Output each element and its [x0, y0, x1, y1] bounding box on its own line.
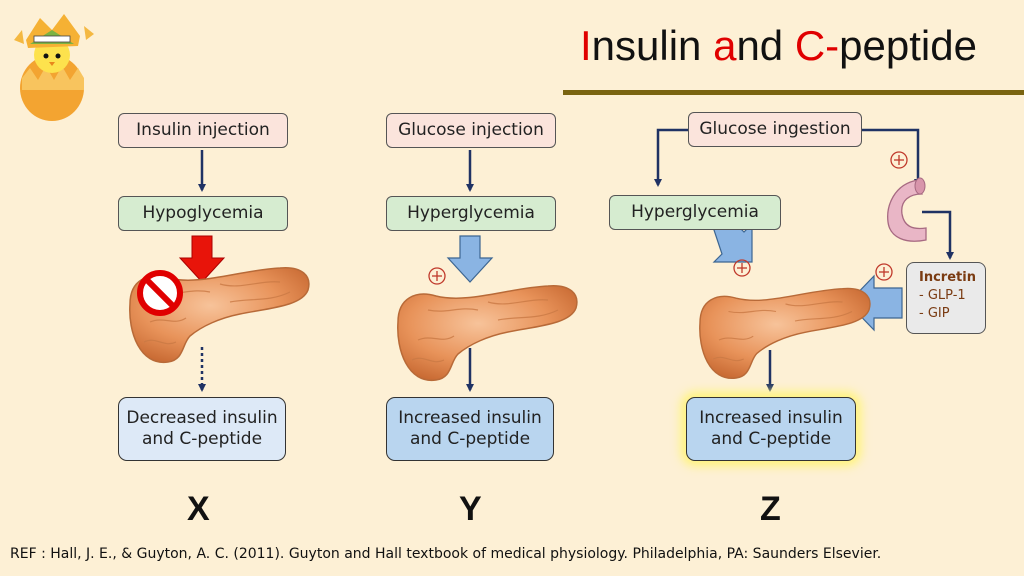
hatching-chick-logo — [14, 14, 94, 121]
incretin-item-glp1: - GLP-1 — [919, 288, 966, 304]
z-arrow-incretin — [922, 210, 954, 260]
z-arrow-left — [654, 128, 688, 187]
y-result-line1: Increased insulin — [398, 407, 542, 428]
x-result-box: Decreased insulin and C-peptide — [118, 397, 286, 461]
x-result-line1: Decreased insulin — [126, 407, 278, 428]
x-state-box: Hypoglycemia — [118, 196, 288, 231]
duodenum-icon — [887, 177, 927, 242]
label-z: Z — [760, 490, 781, 528]
pancreas-icon-z — [699, 287, 871, 380]
plus-circle-icon-z2 — [875, 263, 893, 281]
z-arrow-right — [862, 128, 922, 187]
plus-circle-icon-z3 — [733, 259, 751, 277]
title-underline — [563, 90, 1024, 95]
x-stimulus-box: Insulin injection — [118, 113, 288, 148]
prohibited-icon — [137, 270, 183, 316]
z-result-line1: Increased insulin — [699, 407, 843, 428]
label-x: X — [187, 490, 210, 528]
incretin-item-gip: - GIP — [919, 306, 950, 322]
y-state-box: Hyperglycemia — [386, 196, 556, 231]
z-result-box: Increased insulin and C-peptide — [686, 397, 856, 461]
plus-circle-icon-z1 — [890, 151, 908, 169]
x-result-line2: and C-peptide — [141, 429, 263, 449]
z-state-box: Hyperglycemia — [609, 195, 781, 230]
incretin-box: Incretin - GLP-1 - GIP — [906, 262, 986, 334]
y-block-arrow — [446, 235, 494, 283]
y-result-line2: and C-peptide — [409, 429, 531, 449]
label-y: Y — [459, 490, 482, 528]
pancreas-icon-y — [397, 284, 578, 382]
plus-circle-icon-y — [428, 267, 446, 285]
reference-text: REF : Hall, J. E., & Guyton, A. C. (2011… — [10, 546, 882, 562]
y-stimulus-box: Glucose injection — [386, 113, 556, 148]
y-result-box: Increased insulin and C-peptide — [386, 397, 554, 461]
z-stimulus-box: Glucose ingestion — [688, 112, 862, 147]
z-result-line2: and C-peptide — [710, 429, 832, 449]
incretin-heading: Incretin — [919, 270, 976, 285]
page-title: Insulin and C-peptide — [580, 22, 977, 69]
x-block-arrow — [178, 235, 226, 283]
